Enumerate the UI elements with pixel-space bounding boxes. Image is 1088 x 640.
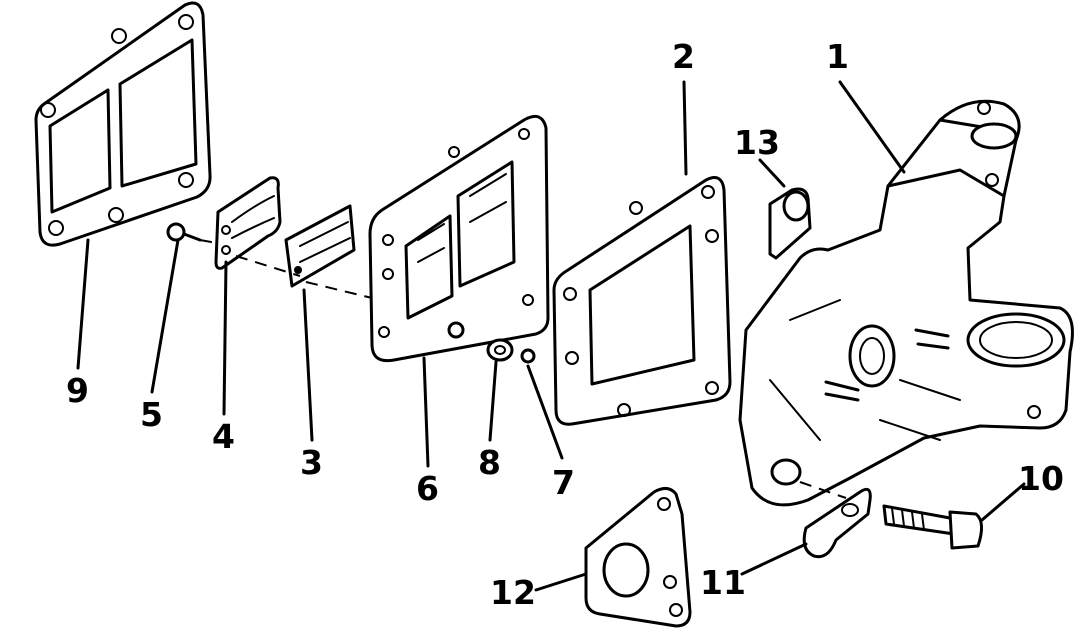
callout-13: 13 [734, 123, 780, 162]
callout-10: 10 [1018, 459, 1064, 498]
part-8-spacer [486, 338, 514, 362]
callout-7: 7 [552, 463, 575, 502]
callout-11: 11 [700, 563, 746, 602]
part-13-clamp [768, 187, 812, 260]
leader-12 [534, 572, 588, 592]
leader-11 [740, 542, 808, 576]
leader-lines [76, 80, 1026, 592]
callout-12: 12 [490, 573, 536, 612]
callout-1: 1 [826, 37, 849, 76]
part-1-housing [738, 99, 1074, 507]
callout-2: 2 [672, 37, 695, 76]
part-11-bracket [799, 481, 872, 559]
callout-3: 3 [300, 443, 323, 482]
leader-9 [76, 238, 90, 370]
leader-2 [682, 80, 688, 176]
callout-5: 5 [140, 395, 163, 434]
leader-3 [302, 288, 314, 442]
callout-6: 6 [416, 469, 439, 508]
part-12-plate [584, 487, 692, 628]
leader-7 [526, 364, 564, 460]
leader-1 [838, 80, 906, 174]
part-10-bolt [882, 504, 983, 550]
part-9-gasket [34, 1, 212, 247]
part-5-screw [166, 222, 223, 245]
part-7-nut [520, 348, 536, 364]
leader-4 [222, 260, 228, 416]
callout-4: 4 [212, 417, 235, 456]
leader-8 [488, 360, 498, 442]
leader-6 [422, 356, 430, 468]
part-3-reed-valve [235, 204, 373, 299]
leader-10 [980, 482, 1026, 522]
part-4-reed-stop [214, 176, 282, 270]
leader-5 [150, 238, 180, 394]
callout-labels: 1 2 3 4 5 6 7 8 9 10 11 12 13 [66, 37, 1064, 612]
leader-13 [758, 158, 786, 188]
callout-8: 8 [478, 443, 501, 482]
callout-9: 9 [66, 371, 89, 410]
part-2-gasket [552, 176, 732, 426]
part-6-reed-plate [368, 114, 550, 363]
